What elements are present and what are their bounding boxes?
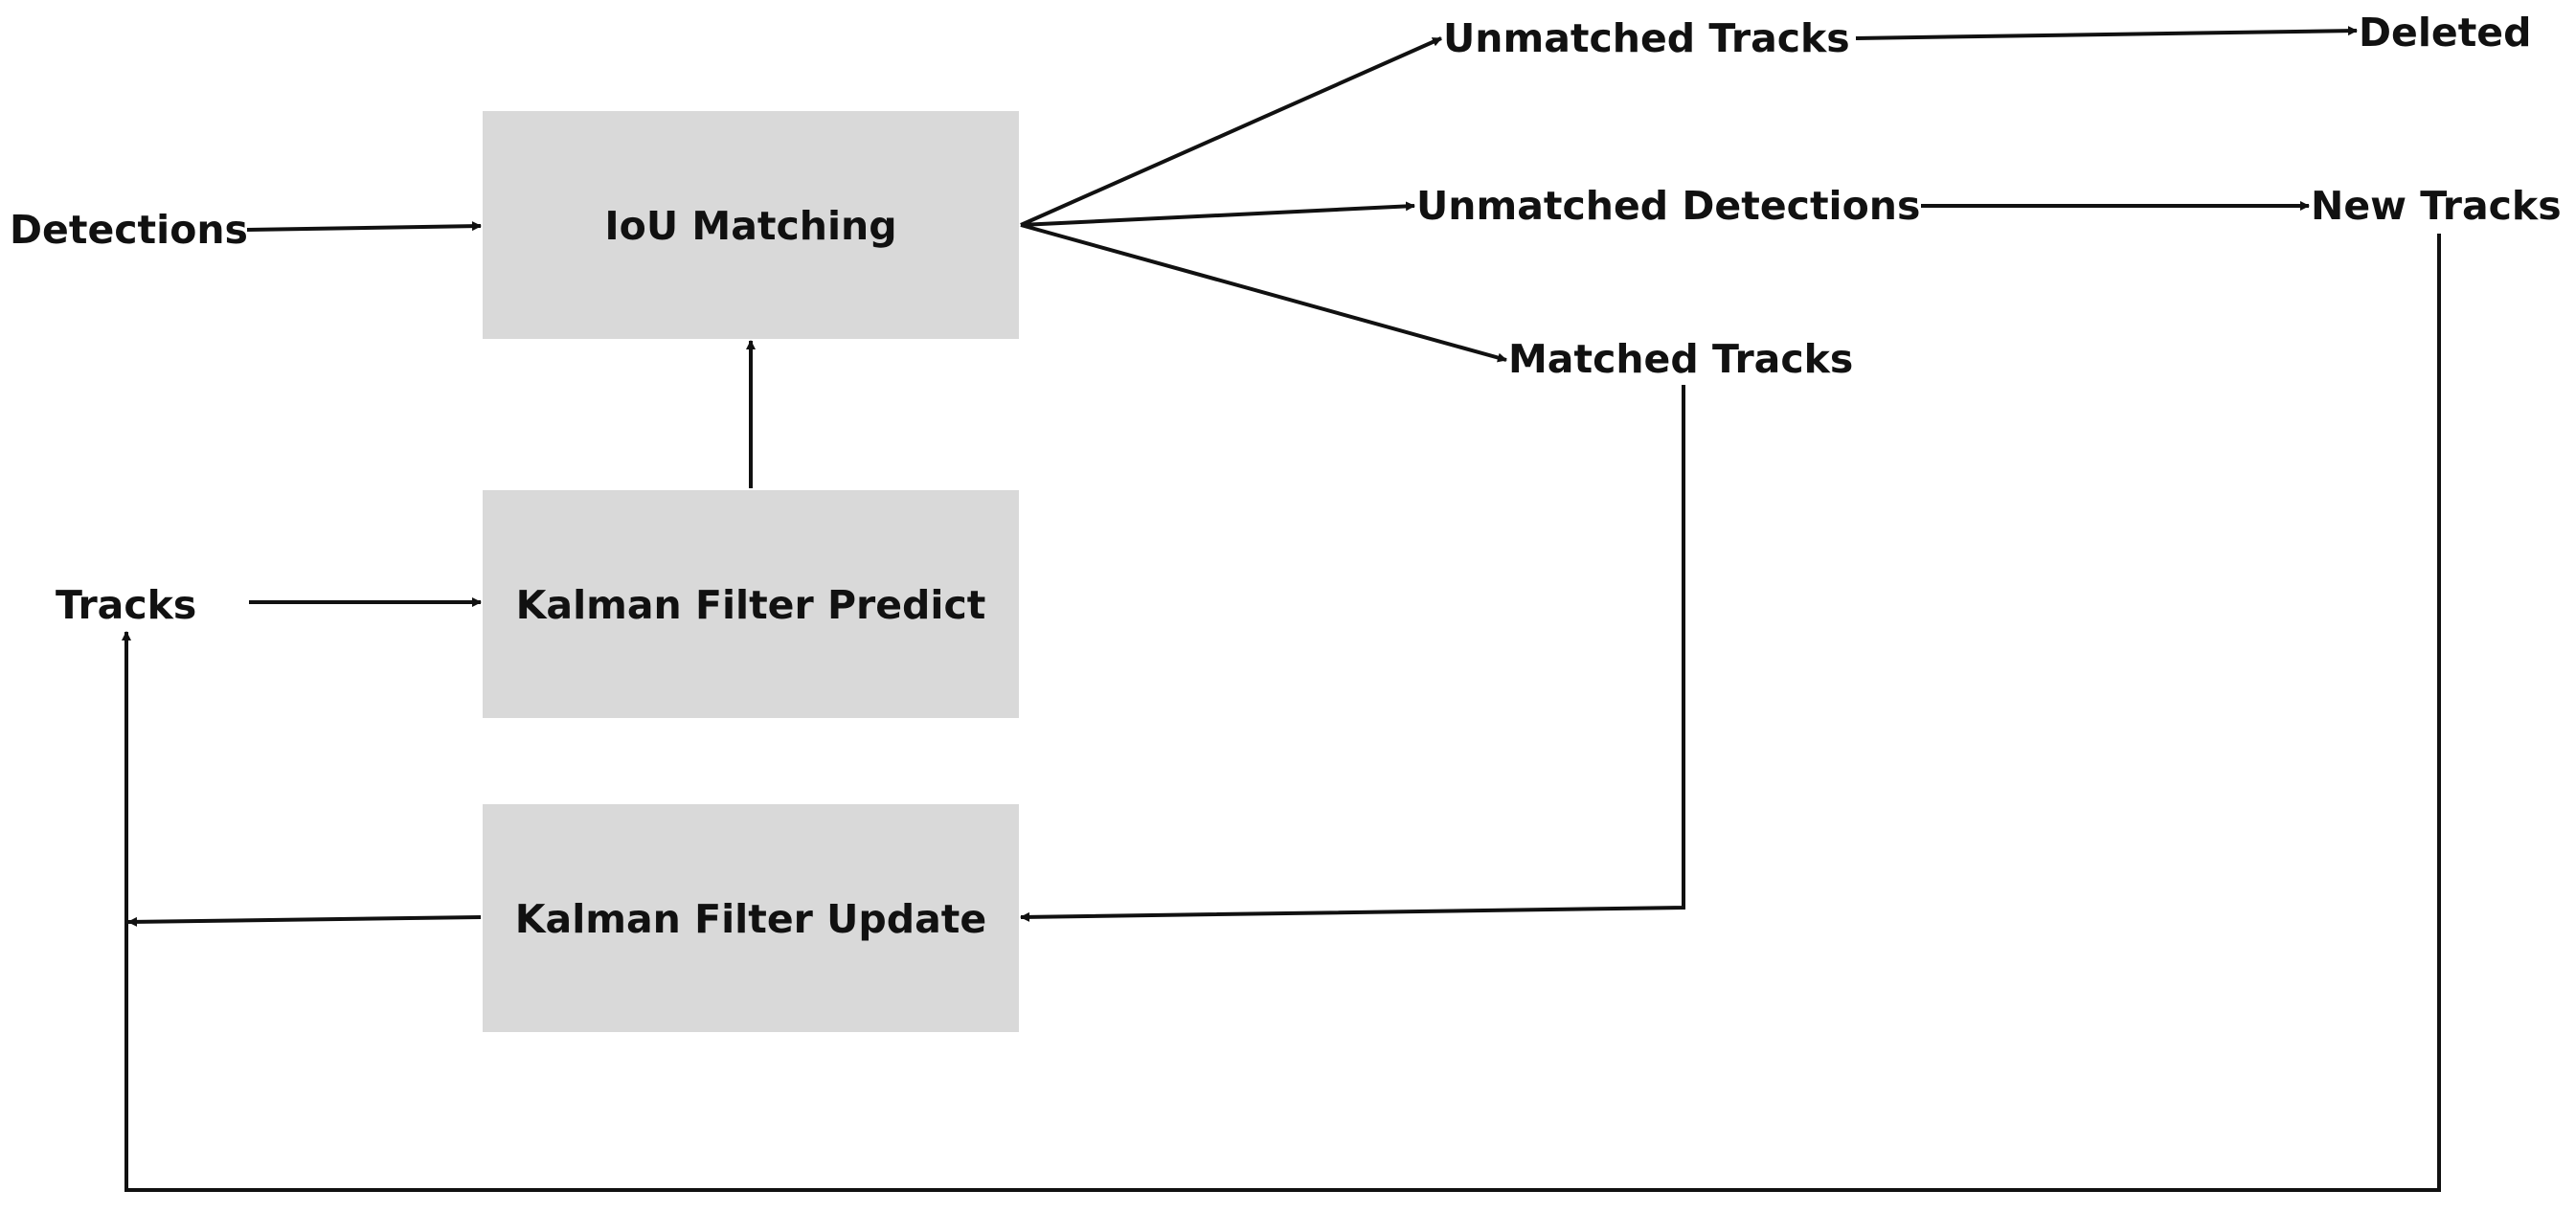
matched-tracks-label: Matched Tracks xyxy=(1508,336,1853,382)
iou-matching-box: IoU Matching xyxy=(483,111,1019,339)
kalman-filter-predict-label: Kalman Filter Predict xyxy=(516,582,986,628)
arrow-iou-to-unmatched-tracks xyxy=(1020,36,1442,227)
kalman-filter-predict-box: Kalman Filter Predict xyxy=(483,490,1019,718)
arrow-update-to-tracks-side xyxy=(127,915,482,927)
arrow-unmatched-tracks-to-deleted xyxy=(1855,26,2358,40)
arrow-matched-tracks-to-update xyxy=(1020,385,1685,922)
iou-matching-label: IoU Matching xyxy=(604,203,896,249)
deleted-label: Deleted xyxy=(2359,10,2531,56)
new-tracks-label: New Tracks xyxy=(2311,183,2562,229)
kalman-filter-update-box: Kalman Filter Update xyxy=(483,804,1019,1032)
arrow-new-tracks-loop-to-tracks xyxy=(122,234,2441,1192)
arrow-iou-to-matched-tracks xyxy=(1020,223,1507,363)
arrow-iou-to-unmatched-detections xyxy=(1020,201,1415,227)
kalman-filter-update-label: Kalman Filter Update xyxy=(515,896,986,942)
tracks-label: Tracks xyxy=(56,582,196,628)
unmatched-tracks-label: Unmatched Tracks xyxy=(1443,15,1850,61)
unmatched-detections-label: Unmatched Detections xyxy=(1416,183,1920,229)
detections-label: Detections xyxy=(10,207,248,253)
arrow-detections-to-iou xyxy=(246,221,482,232)
